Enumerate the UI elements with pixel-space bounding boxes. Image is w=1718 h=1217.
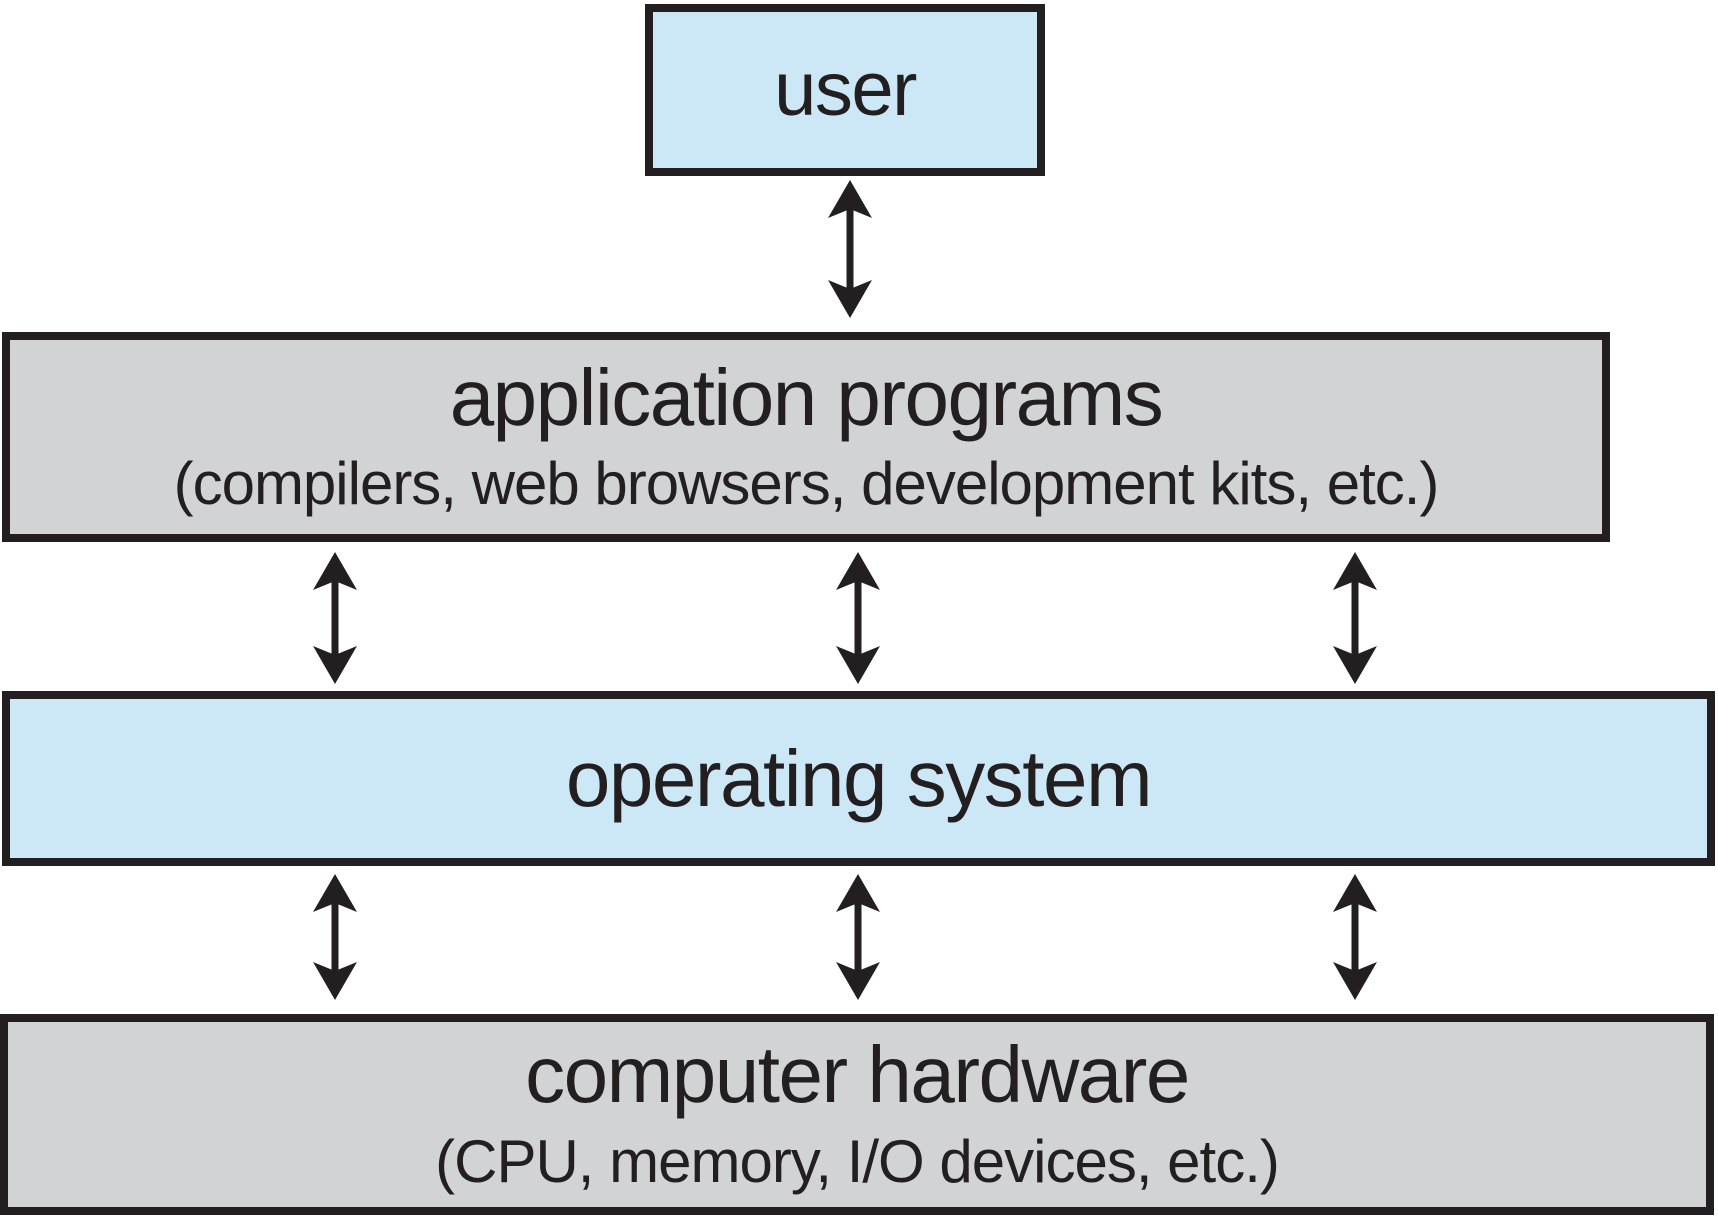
layer-box-computer-hardware: computer hardware (CPU, memory, I/O devi… bbox=[0, 1014, 1714, 1215]
layer-label-user: user bbox=[774, 47, 917, 133]
double-arrow-icon bbox=[313, 552, 357, 684]
layer-box-user: user bbox=[645, 4, 1045, 176]
layer-box-operating-system: operating system bbox=[2, 691, 1715, 866]
layer-sublabel-application-programs: (compilers, web browsers, development ki… bbox=[173, 450, 1440, 518]
layer-box-application-programs: application programs (compilers, web bro… bbox=[2, 332, 1610, 542]
layer-label-application-programs: application programs bbox=[449, 352, 1164, 442]
layer-label-operating-system: operating system bbox=[565, 733, 1153, 823]
double-arrow-icon bbox=[836, 552, 880, 684]
double-arrow-icon bbox=[1333, 874, 1377, 1000]
double-arrow-icon bbox=[313, 874, 357, 1000]
layer-sublabel-computer-hardware: (CPU, memory, I/O devices, etc.) bbox=[435, 1127, 1280, 1195]
double-arrow-icon bbox=[836, 874, 880, 1000]
double-arrow-icon bbox=[1333, 552, 1377, 684]
double-arrow-icon bbox=[828, 180, 872, 318]
layer-label-computer-hardware: computer hardware bbox=[525, 1030, 1190, 1120]
